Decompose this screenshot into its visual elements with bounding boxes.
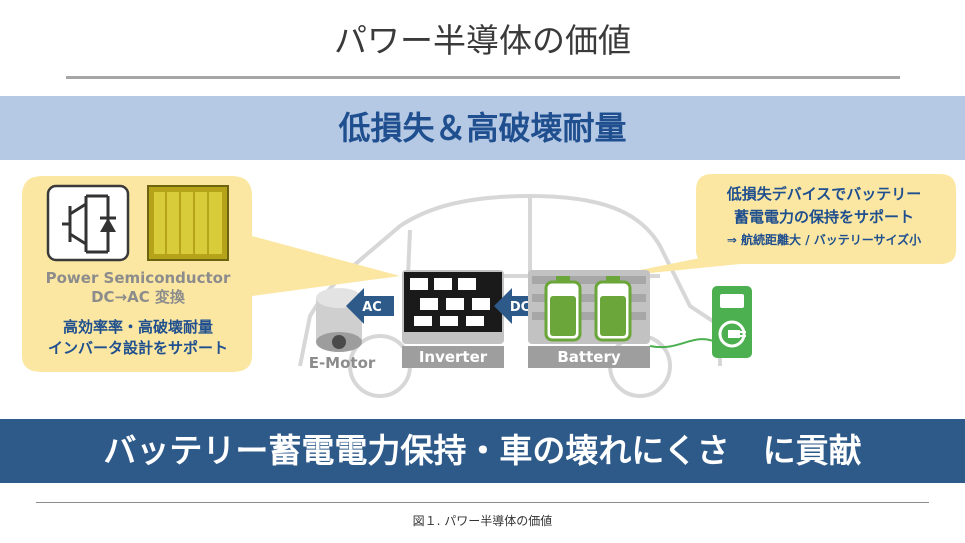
headline-bottom-text: バッテリー蓄電電力保持・車の壊れにくさ に貢献 — [103, 431, 862, 470]
headline-band-bottom — [0, 419, 965, 483]
component-label-line2: DC→AC 変換 — [91, 288, 186, 306]
headline-band-top — [0, 96, 965, 160]
page-title: パワー半導体の価値 — [334, 21, 631, 60]
inverter-label: Inverter — [419, 348, 488, 366]
caption-rule — [36, 502, 929, 503]
dc-label: DC — [510, 300, 530, 315]
benefit-line2: インバータ設計をサポート — [48, 339, 228, 357]
ac-arrow — [346, 288, 394, 324]
charging-cable — [649, 338, 717, 349]
title-underline — [66, 76, 900, 79]
right-callout-line3: ⇒ 航続距離大 / バッテリーサイズ小 — [727, 232, 921, 247]
chip-die-icon — [147, 185, 229, 261]
inverter-block — [402, 270, 504, 368]
ev-power-diagram: Power Semiconductor DC→AC 変換 高効率率・高破壊耐量 … — [22, 174, 956, 398]
e-motor-label: E-Motor — [309, 354, 376, 372]
igbt-symbol-icon — [46, 184, 130, 262]
charger-plug-icon — [712, 286, 752, 358]
headline-top-text: 低損失＆高破壊耐量 — [338, 109, 627, 147]
figure-caption: 図１. パワー半導体の価値 — [412, 514, 553, 528]
battery-label: Battery — [557, 348, 620, 366]
right-callout-line2: 蓄電電力の保持をサポート — [734, 208, 914, 226]
component-label-line1: Power Semiconductor — [46, 269, 231, 287]
battery-icon — [544, 276, 632, 342]
ac-label: AC — [362, 300, 382, 315]
benefit-line1: 高効率率・高破壊耐量 — [63, 318, 213, 336]
right-callout-line1: 低損失デバイスでバッテリー — [726, 185, 922, 203]
